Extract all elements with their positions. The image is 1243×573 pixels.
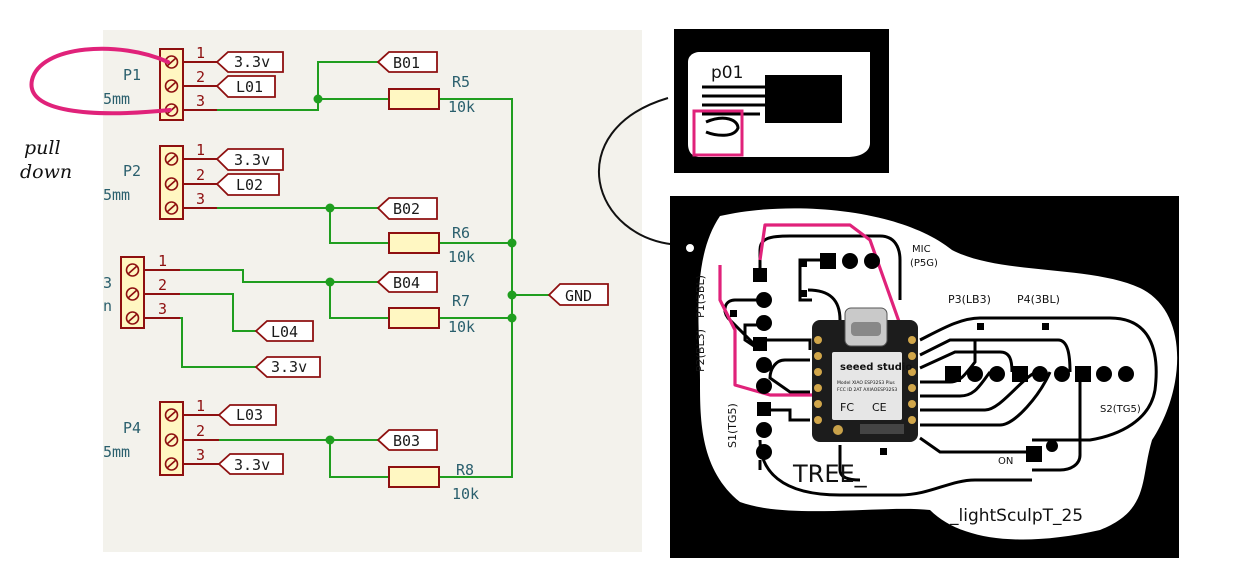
connector-p3: 1 2 3 3 n bbox=[103, 252, 180, 329]
label-p3: P3(LB3) bbox=[948, 293, 991, 306]
net-label-l04: L04 bbox=[271, 323, 298, 341]
label-p2: P2(BL3) bbox=[694, 329, 707, 372]
label-s2: S2(TG5) bbox=[1100, 404, 1141, 415]
label-p4: P4(3BL) bbox=[1017, 293, 1060, 306]
label-mic-sub: (P5G) bbox=[910, 258, 938, 269]
net-label-3v3-p1: 3.3v bbox=[234, 53, 270, 71]
p4-pin-1: 1 bbox=[196, 397, 205, 415]
annotation-pull: pull bbox=[24, 137, 61, 159]
p2-pin-2: 2 bbox=[196, 166, 205, 184]
pcb-small-traces bbox=[702, 85, 766, 137]
module-fc-mark: FC bbox=[840, 401, 854, 414]
r8-ref: R8 bbox=[456, 461, 474, 479]
p2-pin-1: 1 bbox=[196, 141, 205, 159]
label-tree: TREE_ bbox=[792, 460, 868, 488]
pull-down-loop bbox=[29, 46, 172, 116]
connector-p4: 1 2 3 P4 5mm bbox=[103, 397, 219, 476]
p1-footprint: 5mm bbox=[103, 90, 130, 108]
net-label-gnd: GND bbox=[565, 287, 592, 305]
p2-ref: P2 bbox=[123, 162, 141, 180]
module-line1: Model XIAO ESP32S3 Plus bbox=[837, 380, 895, 386]
label-p1: P1(3BL) bbox=[694, 275, 707, 318]
r6-value: 10k bbox=[448, 248, 475, 266]
pcb-small-label: p01 bbox=[711, 63, 743, 83]
module-ce-mark: CE bbox=[872, 401, 887, 414]
label-mic: MIC bbox=[912, 244, 931, 255]
p3-pin-2: 2 bbox=[158, 276, 167, 294]
r7-ref: R7 bbox=[452, 292, 470, 310]
p1-ref: P1 bbox=[123, 66, 141, 84]
p2-footprint: 5mm bbox=[103, 186, 130, 204]
p1-pin-1: 1 bbox=[196, 44, 205, 62]
net-label-b04: B04 bbox=[393, 274, 420, 292]
module-line2: FCC ID 2AT AXIAOESP32S3 bbox=[837, 387, 897, 393]
callout-connector bbox=[597, 97, 681, 246]
mount-hole-icon bbox=[684, 242, 696, 254]
p1-pin-3: 3 bbox=[196, 92, 205, 110]
connector-p2: 1 2 3 P2 5mm bbox=[103, 141, 217, 220]
net-label-3v3-p4: 3.3v bbox=[234, 456, 270, 474]
module-brand: seeed studio bbox=[840, 362, 912, 373]
p2-pin-3: 3 bbox=[196, 190, 205, 208]
p4-ref: P4 bbox=[123, 419, 141, 437]
label-on: ON bbox=[998, 456, 1013, 467]
p4-pin-3: 3 bbox=[196, 446, 205, 464]
p3-ref: 3 bbox=[103, 274, 112, 292]
annotation-down: down bbox=[20, 161, 72, 183]
pcb-small-pad bbox=[765, 75, 842, 123]
p4-footprint: 5mm bbox=[103, 443, 130, 461]
net-label-l02: L02 bbox=[236, 176, 263, 194]
net-label-l03: L03 bbox=[236, 406, 263, 424]
net-label-shapes bbox=[215, 51, 609, 475]
p1-pin-2: 2 bbox=[196, 68, 205, 86]
pcb-main-panel: seeed studio Model XIAO ESP32S3 Plus FCC… bbox=[670, 196, 1179, 558]
r5-value: 10k bbox=[448, 98, 475, 116]
r7-value: 10k bbox=[448, 318, 475, 336]
pcb-small-highlight bbox=[692, 109, 744, 157]
p4-pin-2: 2 bbox=[196, 422, 205, 440]
xiao-module: seeed studio Model XIAO ESP32S3 Plus FCC… bbox=[812, 307, 918, 442]
resistors bbox=[388, 88, 440, 488]
p3-pin-1: 1 bbox=[158, 252, 167, 270]
module-shield bbox=[832, 352, 902, 420]
net-label-b03: B03 bbox=[393, 432, 420, 450]
net-label-b01: B01 bbox=[393, 54, 420, 72]
p3-footprint: n bbox=[103, 297, 112, 315]
p3-pin-3: 3 bbox=[158, 300, 167, 318]
schematic-panel: 1 2 3 P1 5mm 1 2 3 P2 5mm bbox=[103, 30, 642, 552]
wire-junctions bbox=[313, 94, 517, 445]
r5-ref: R5 bbox=[452, 73, 470, 91]
pcb-main-pads bbox=[730, 253, 1134, 462]
r6-ref: R6 bbox=[452, 224, 470, 242]
net-label-l01: L01 bbox=[236, 78, 263, 96]
net-label-3v3-p3: 3.3v bbox=[271, 358, 307, 376]
net-label-b02: B02 bbox=[393, 200, 420, 218]
r8-value: 10k bbox=[452, 485, 479, 503]
net-label-3v3-p2: 3.3v bbox=[234, 151, 270, 169]
pcb-small-panel: p01 bbox=[674, 29, 889, 173]
label-sculpt: _lightSculpT_25 bbox=[949, 506, 1083, 526]
label-s1: S1(TG5) bbox=[726, 403, 739, 448]
